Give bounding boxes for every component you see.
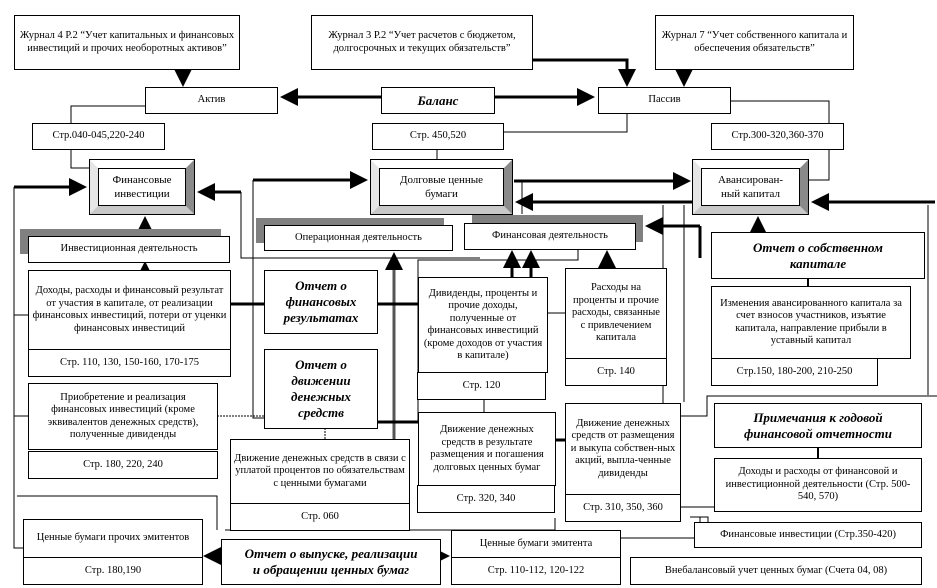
shares-flow-ref: Стр. 310, 350, 360 <box>565 494 681 522</box>
interest-paid-ref: Стр. 060 <box>230 503 410 531</box>
issuer-securities-ref: Стр. 110-112, 120-122 <box>451 557 621 585</box>
journal-7: Журнал 7 “Учет собственного капитала и о… <box>655 15 854 70</box>
acquisition-ref: Стр. 180, 220, 240 <box>28 451 218 479</box>
journal-3: Журнал 3 Р.2 “Учет расчетов с бюджетом, … <box>311 15 533 70</box>
equity-report: Отчет о собственном капитале <box>711 232 925 279</box>
capital-changes-ref: Стр.150, 180-200, 210-250 <box>711 358 878 386</box>
financing-activity: Финансовая деятельность <box>464 223 636 250</box>
acquisition-item: Приобретение и реализация финансовых инв… <box>28 383 218 450</box>
operating-activity: Операционная деятельность <box>264 225 453 251</box>
capital-changes-item: Изменения авансированного капитала за сч… <box>711 286 911 359</box>
aktiv-lines-ref: Стр.040-045,220-240 <box>32 123 165 150</box>
advanced-capital-account: Авансирован- ный капитал <box>692 159 809 215</box>
middle-lines-ref: Стр. 450,520 <box>372 123 504 150</box>
debt-securities-account: Долговые ценные бумаги <box>370 159 513 215</box>
notes-report: Примечания к годовой финансовой отчетнос… <box>714 403 922 448</box>
dividends-item: Дивиденды, проценты и прочие доходы, пол… <box>418 277 548 373</box>
other-issuers-ref: Стр. 180,190 <box>23 557 203 585</box>
passiv-lines-ref: Стр.300-320,360-370 <box>711 123 844 150</box>
securities-report: Отчет о выпуске, реализации и обращении … <box>221 539 441 585</box>
financial-investments-account: Финансовые инвестиции <box>89 159 195 215</box>
income-invest-ref: Стр. 110, 130, 150-160, 170-175 <box>28 349 231 377</box>
dividends-ref: Стр. 120 <box>417 372 546 400</box>
debt-securities-label: Долговые ценные бумаги <box>379 168 504 206</box>
interest-paid-item: Движение денежных средств в связи с упла… <box>230 439 410 504</box>
passiv-box: Пассив <box>598 87 731 114</box>
financial-investments-label: Финансовые инвестиции <box>98 168 186 206</box>
balans-box: Баланс <box>381 87 495 114</box>
income-invest-item: Доходы, расходы и финансовый результат о… <box>28 270 231 350</box>
debt-flow-item: Движение денежных средств в результате р… <box>418 412 556 486</box>
issuer-securities-item: Ценные бумаги эмитента <box>451 530 621 558</box>
notes-fin-inv-item: Финансовые инвестиции (Стр.350-420) <box>694 522 922 548</box>
notes-income-item: Доходы и расходы от финансовой и инвести… <box>714 458 922 512</box>
cash-flow-report: Отчет о движении денежных средств <box>264 349 378 429</box>
interest-expense-item: Расходы на проценты и прочие расходы, св… <box>565 268 667 359</box>
aktiv-box: Актив <box>145 87 278 114</box>
debt-flow-ref: Стр. 320, 340 <box>417 485 555 513</box>
financial-results-report: Отчет о финансовых результатах <box>264 270 378 334</box>
investment-activity: Инвестиционная деятельность <box>28 236 230 263</box>
interest-expense-ref: Стр. 140 <box>565 358 667 386</box>
off-balance-item: Внебалансовый учет ценных бумаг (Счета 0… <box>630 557 922 585</box>
other-issuers-item: Ценные бумаги прочих эмитентов <box>23 519 203 558</box>
journal-4: Журнал 4 Р.2 “Учет капитальных и финансо… <box>14 15 240 70</box>
shares-flow-item: Движение денежных средств от размещения … <box>565 403 681 495</box>
advanced-capital-label: Авансирован- ный капитал <box>701 168 800 206</box>
